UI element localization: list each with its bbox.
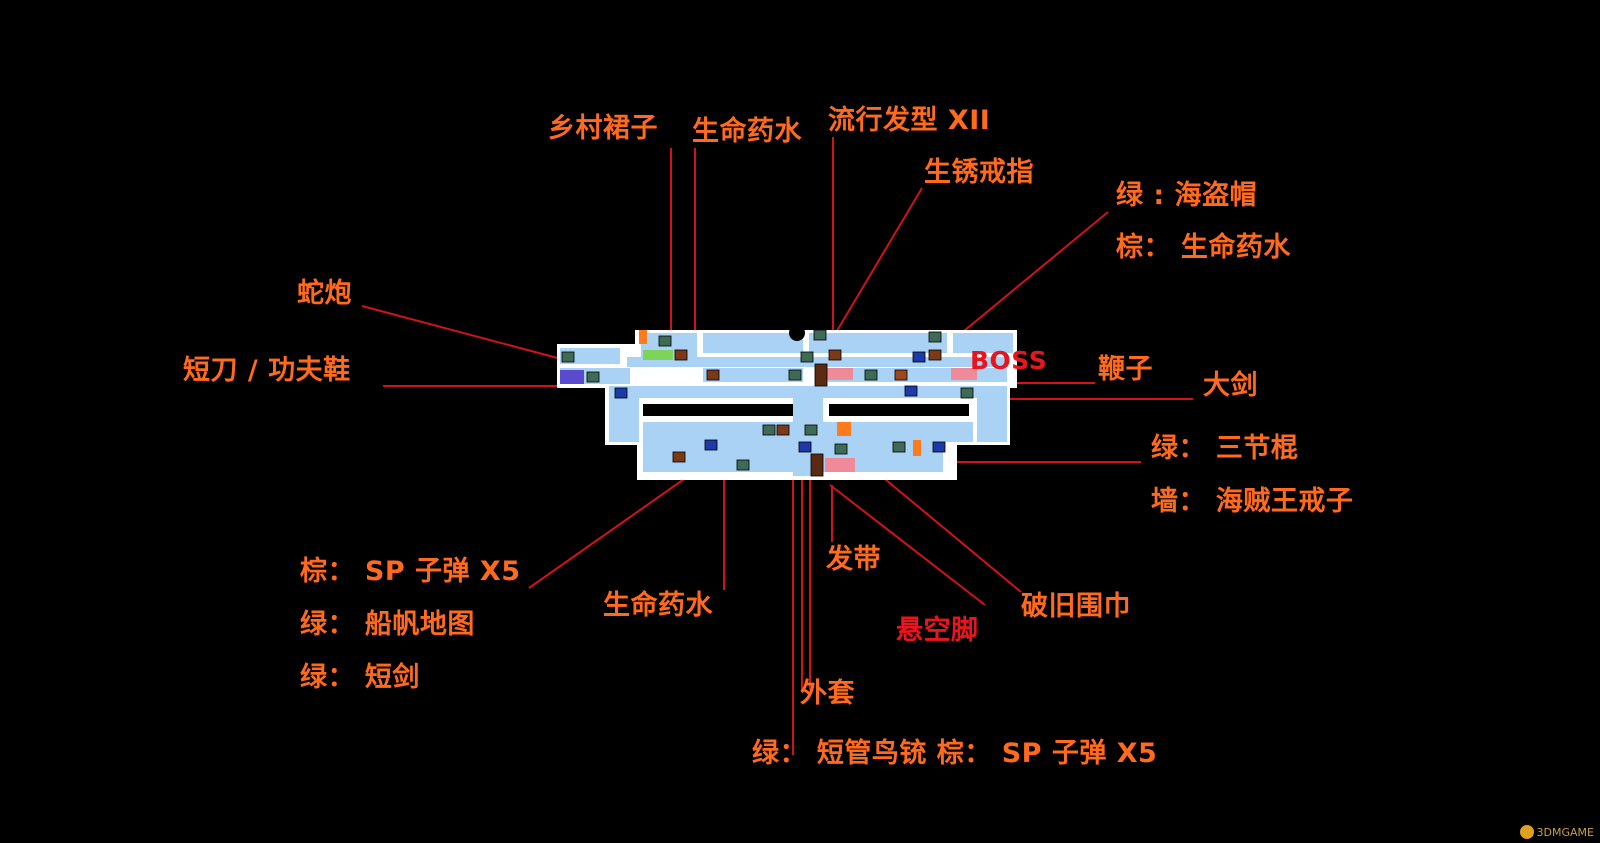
watermark-text: 3DMGAME: [1536, 825, 1594, 839]
label-lv-sanjiegun: 绿： 三节棍: [1151, 433, 1299, 464]
brown-chest-icon: [706, 369, 720, 381]
green-chest-icon: [586, 371, 600, 383]
label-lv-haidaomao: 绿 : 海盗帽: [1116, 180, 1258, 211]
label-zong-shengming: 棕： 生命药水: [1116, 232, 1291, 263]
green-chest-icon: [834, 443, 848, 455]
blue-chest-icon: [932, 441, 946, 453]
leader-line-haidaomao: [952, 211, 1109, 341]
green-chest-icon: [736, 459, 750, 471]
label-lv-chuanfan: 绿： 船帆地图: [300, 609, 475, 640]
label-lv-duanjian: 绿： 短剑: [300, 662, 420, 693]
brown-chest-icon: [928, 349, 942, 361]
brown-chest-icon: [672, 451, 686, 463]
label-bottom-line: 绿： 短管鸟铳 棕： SP 子弹 X5: [752, 738, 1158, 769]
label-pojiu-weijin: 破旧围巾: [1021, 591, 1131, 622]
green-chest-icon: [960, 387, 974, 399]
label-boss: BOSS: [970, 346, 1048, 375]
blue-chest-icon: [614, 387, 628, 399]
label-xiangcun-qunzi: 乡村裙子: [548, 113, 658, 144]
green-chest-icon: [804, 424, 818, 436]
label-dajian: 大剑: [1203, 370, 1258, 401]
label-fadai: 发带: [826, 544, 881, 575]
map-pink-markers: [825, 368, 977, 472]
blue-chest-icon: [704, 439, 718, 451]
blue-chest-icon: [912, 351, 926, 363]
character-portrait-icon: [560, 370, 584, 384]
brown-chest-icon: [894, 369, 908, 381]
leader-line-pojiu: [861, 459, 1022, 593]
dungeon-map: [557, 330, 1017, 480]
label-shepao: 蛇炮: [297, 278, 352, 309]
green-chest-icon: [800, 351, 814, 363]
green-chest-icon: [561, 351, 575, 363]
green-bar-marker: [643, 350, 673, 360]
map-orange-markers: [639, 330, 921, 456]
blue-chest-icon: [798, 441, 812, 453]
green-chest-icon: [762, 424, 776, 436]
brown-chest-icon: [776, 424, 790, 436]
label-shengming-bottom: 生命药水: [603, 590, 713, 621]
leader-line-sp-left: [528, 469, 698, 589]
label-shengming-top: 生命药水: [692, 116, 802, 147]
label-xuankongjiao: 悬空脚: [896, 615, 979, 646]
brown-chest-icon: [814, 363, 828, 387]
leader-line-xuankong: [829, 484, 986, 606]
green-chest-icon: [928, 331, 942, 343]
label-bianzi: 鞭子: [1098, 354, 1153, 385]
label-shengxiu-jiezhi: 生锈戒指: [924, 157, 1034, 188]
label-zong-sp: 棕： SP 子弹 X5: [300, 556, 521, 587]
green-chest-icon: [658, 335, 672, 347]
leader-line-shepao: [361, 305, 566, 361]
map-inner-walls: [643, 404, 969, 416]
black-hole-marker: [789, 330, 805, 341]
label-waitao: 外套: [800, 678, 855, 709]
green-chest-icon: [813, 330, 827, 341]
label-duandao: 短刀 / 功夫鞋: [183, 355, 351, 386]
green-chest-icon: [864, 369, 878, 381]
map-chests: [561, 330, 974, 477]
brown-chest-icon: [810, 453, 824, 477]
brown-chest-icon: [674, 349, 688, 361]
brown-chest-icon: [828, 349, 842, 361]
leader-line-shengxiu: [821, 187, 923, 357]
watermark: 3DMGAME: [1519, 825, 1594, 839]
label-qiang-haizeiwang: 墙： 海贼王戒子: [1151, 486, 1354, 517]
green-chest-icon: [892, 441, 906, 453]
green-chest-icon: [788, 369, 802, 381]
blue-chest-icon: [904, 385, 918, 397]
3dmgame-logo-icon: [1519, 825, 1534, 839]
label-liuxing-faxing: 流行发型 XII: [828, 105, 991, 136]
